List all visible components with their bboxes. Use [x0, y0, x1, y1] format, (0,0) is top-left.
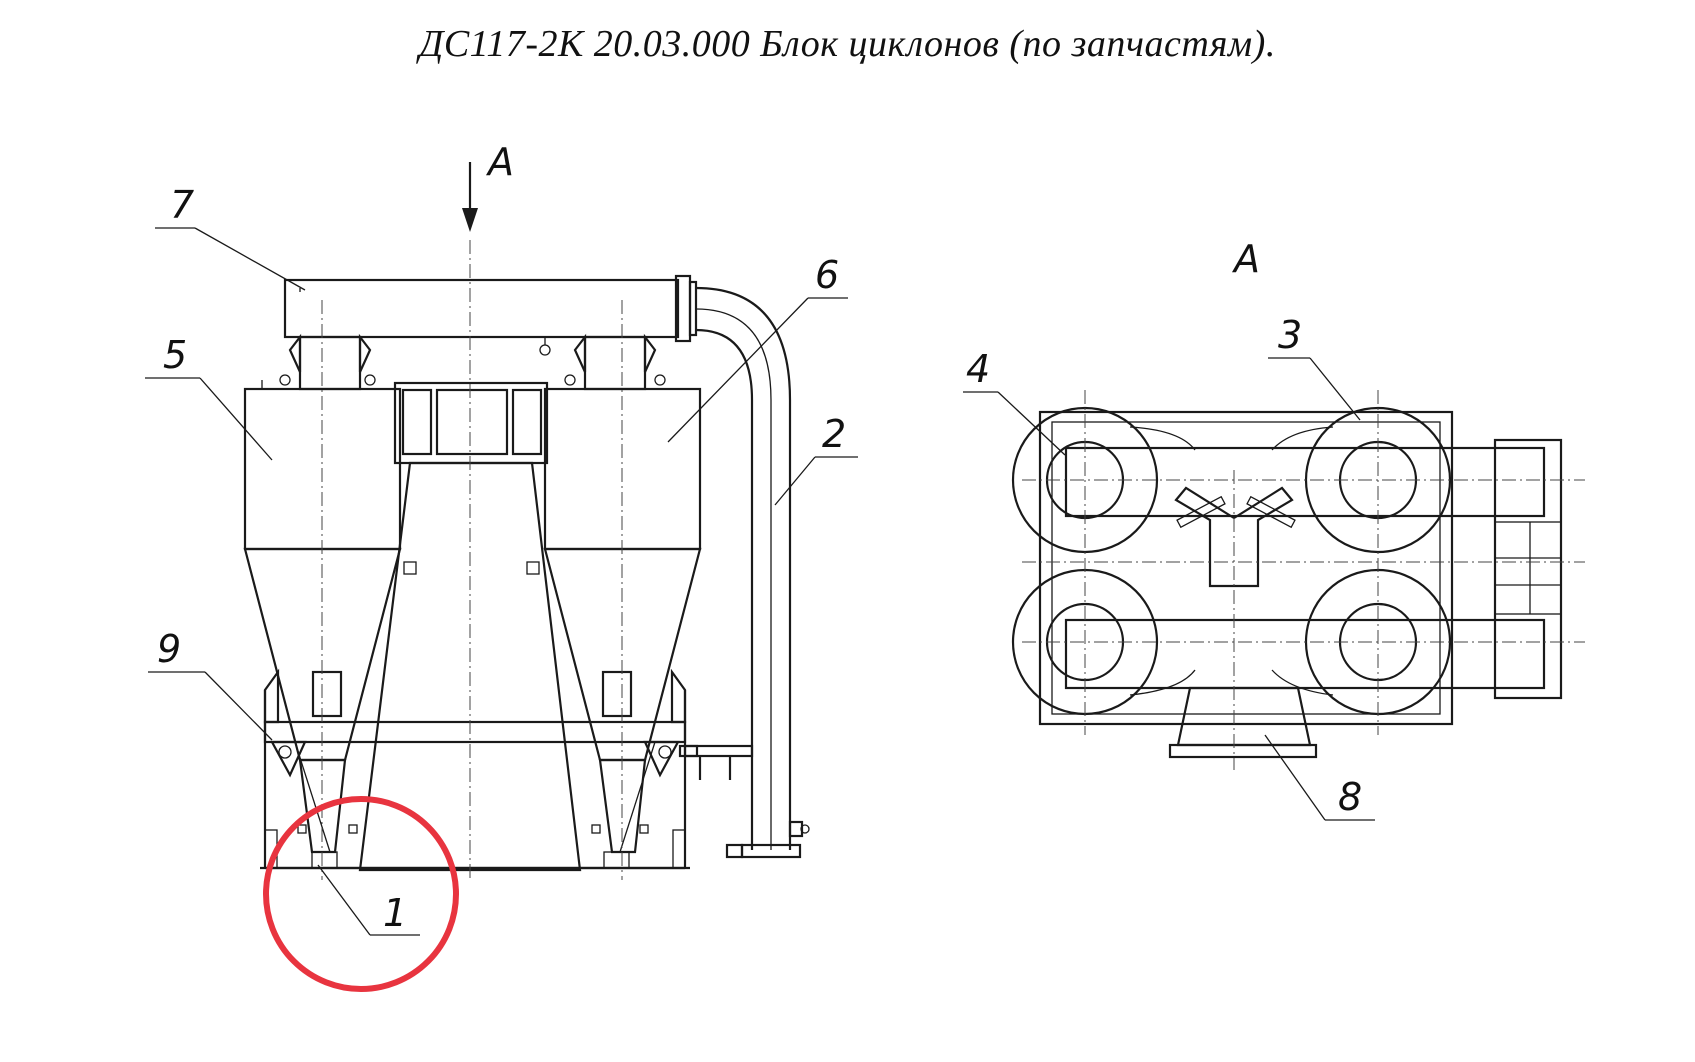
highlight-circle	[263, 796, 459, 992]
callout-9-label: 9	[157, 627, 181, 671]
drawing-title: ДС117-2К 20.03.000 Блок циклонов (по зап…	[419, 23, 1276, 65]
top-view-a: А	[963, 237, 1585, 821]
view-direction-arrow	[462, 162, 478, 232]
callout-1: 1	[317, 864, 420, 936]
callout-9: 9	[148, 627, 273, 741]
callout-6: 6	[667, 253, 848, 443]
callout-5-label: 5	[163, 333, 187, 377]
callout-6-label: 6	[815, 253, 839, 297]
callout-2: 2	[774, 412, 858, 506]
callout-8: 8	[1264, 734, 1375, 821]
return-pipe	[678, 286, 810, 859]
callout-3-label: 3	[1278, 313, 1302, 357]
collector-pipe	[283, 274, 698, 356]
callout-5: 5	[145, 333, 273, 461]
view-marker-label: А	[485, 140, 514, 184]
callout-3: 3	[1268, 313, 1361, 421]
callout-2-label: 2	[822, 412, 846, 456]
callout-4-label: 4	[966, 347, 990, 391]
callout-7-label: 7	[170, 183, 194, 227]
callout-1-label: 1	[383, 891, 407, 935]
view-a-title: А	[1231, 237, 1260, 281]
callout-7: 7	[155, 183, 306, 291]
front-view: А	[145, 140, 858, 992]
callout-4: 4	[963, 347, 1066, 456]
callout-8-label: 8	[1338, 775, 1362, 819]
central-hopper	[358, 381, 582, 872]
